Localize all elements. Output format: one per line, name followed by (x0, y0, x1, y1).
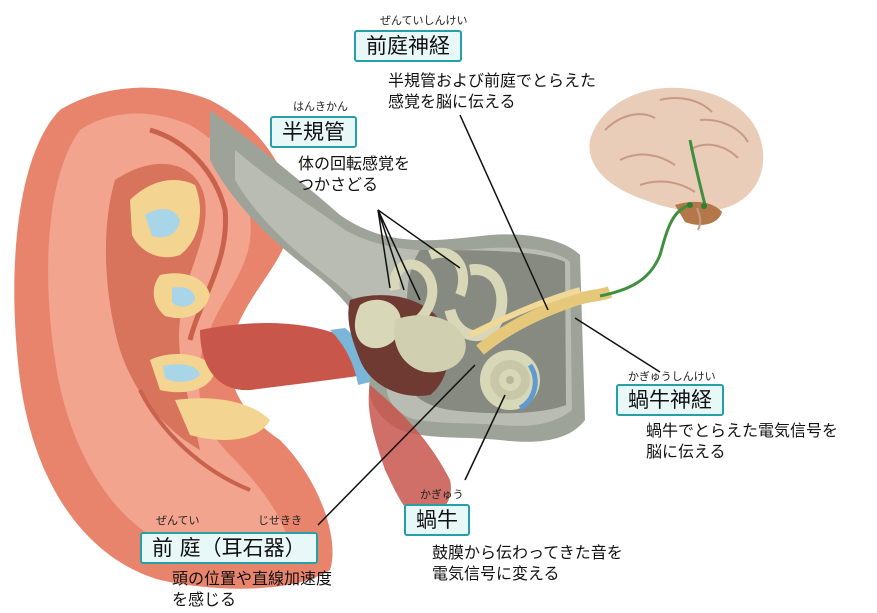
nerve-node (687, 202, 693, 208)
cochlea-name: 蝸牛 (404, 504, 470, 536)
semicircular-canals-reading: はんきかん (293, 98, 348, 114)
cochlear-nerve-reading: かぎゅうしんけい (628, 368, 716, 384)
cochlea-desc-line2: 電気信号に変える (432, 563, 560, 584)
cochlea-desc-line1: 鼓膜から伝わってきた音を (432, 542, 623, 563)
vestibular-nerve-reading: ぜんていしんけい (380, 12, 467, 28)
vestibular-nerve-name: 前庭神経 (354, 30, 462, 62)
semicircular-canals-desc-line2: つかさどる (298, 174, 378, 195)
brain (589, 88, 763, 230)
semicircular-canals-name: 半規管 (270, 116, 357, 148)
cochlear-nerve-desc-line2: 脳に伝える (646, 441, 726, 462)
cochlear-nerve-name: 蝸牛神経 (616, 384, 724, 416)
vestibule-reading: ぜんてい (156, 512, 199, 528)
nerve-node (701, 203, 707, 209)
semicircular-canals-desc-line1: 体の回転感覚を (298, 153, 410, 174)
vestibule-name: 前 庭（耳石器） (140, 532, 318, 564)
vestibule-desc-line1: 頭の位置や直線加速度 (172, 568, 332, 589)
vestibular-nerve-desc-line1: 半規管および前庭でとらえた (388, 70, 596, 91)
cochlea-reading: かぎゅう (420, 486, 464, 502)
vestibule-desc-line2: を感じる (172, 589, 236, 610)
otolith-reading: じせきき (258, 512, 302, 528)
cochlear-nerve-desc-line1: 蝸牛でとらえた電気信号を (646, 420, 838, 441)
vestibular-nerve-desc-line2: 感覚を脳に伝える (388, 91, 516, 112)
